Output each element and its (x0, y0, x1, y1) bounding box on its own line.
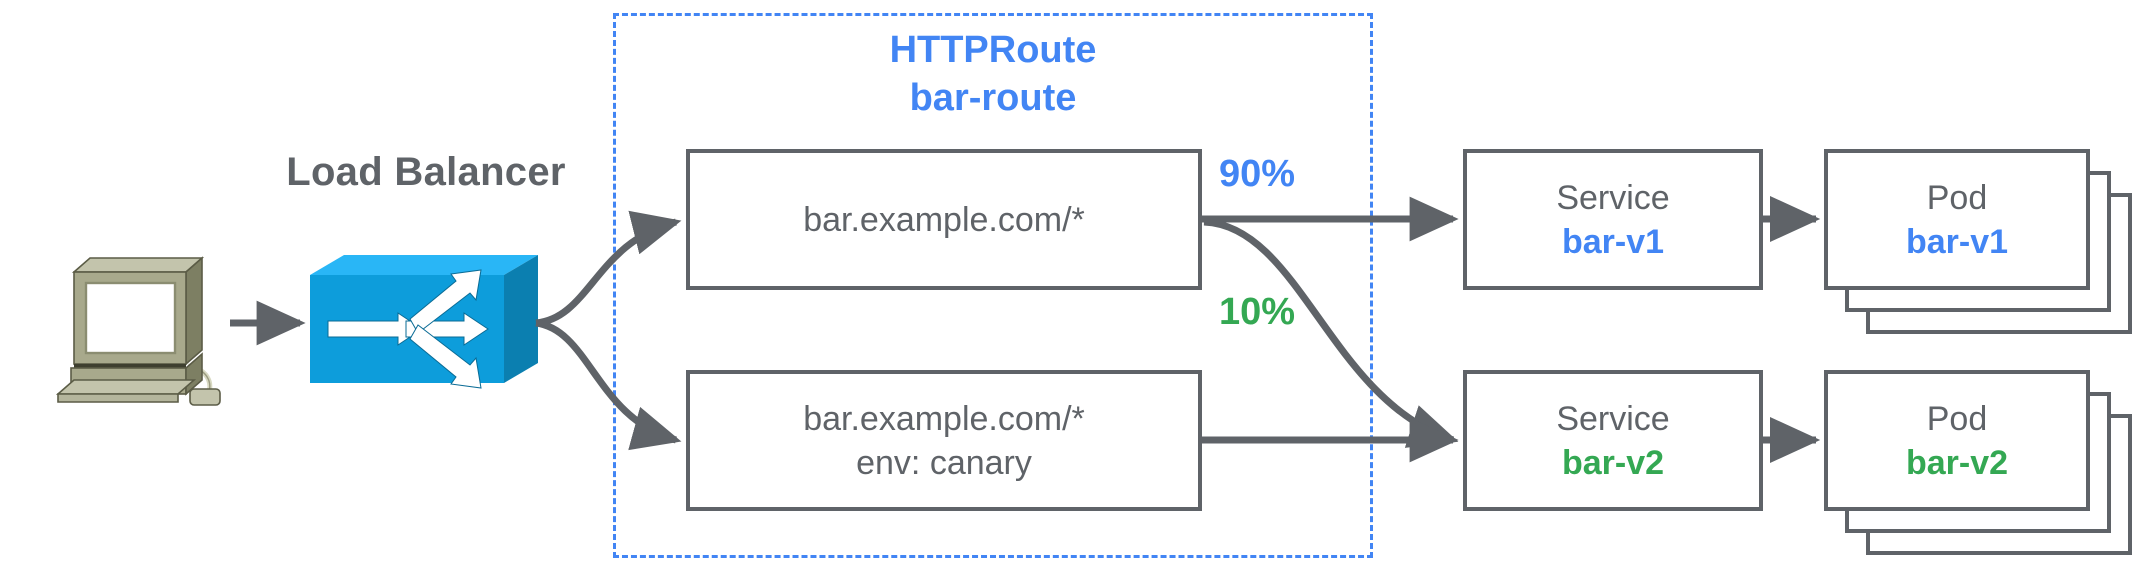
httproute-kind-label: HTTPRoute (889, 29, 1097, 71)
rule-canary-hostname: bar.example.com/* (803, 399, 1085, 438)
rule-box-primary[interactable]: bar.example.com/* (686, 149, 1202, 290)
service-v1-kind-label: Service (1556, 178, 1670, 217)
client-computer (38, 246, 228, 406)
httproute-name-label: bar-route (909, 77, 1077, 119)
computer-mouse-icon (189, 388, 221, 406)
service-v1-name-label: bar-v1 (1561, 222, 1665, 261)
load-balancer-node (306, 253, 546, 393)
weight-label-90: 90% (1219, 153, 1296, 195)
service-v2-name-label: bar-v2 (1561, 443, 1665, 482)
rule-primary-hostname: bar.example.com/* (803, 200, 1085, 239)
pod-v2-name-label: bar-v2 (1905, 443, 2009, 482)
service-v2-kind-label: Service (1556, 399, 1670, 438)
load-balancer-label: Load Balancer (286, 150, 566, 194)
rule-box-canary[interactable]: bar.example.com/* env: canary (686, 370, 1202, 511)
pod-v1-kind-label: Pod (1926, 178, 1988, 217)
rule-canary-match: env: canary (856, 443, 1032, 482)
pod-v2-kind-label: Pod (1926, 399, 1988, 438)
pod-stack-bar-v2[interactable]: Pod bar-v2 (1824, 370, 2149, 570)
service-box-bar-v2[interactable]: Service bar-v2 (1463, 370, 1763, 511)
desktop-computer-icon (55, 256, 221, 406)
pod-box-bar-v2[interactable]: Pod bar-v2 (1824, 370, 2090, 511)
weight-label-10: 10% (1219, 291, 1296, 333)
pod-stack-bar-v1[interactable]: Pod bar-v1 (1824, 149, 2149, 349)
pod-box-bar-v1[interactable]: Pod bar-v1 (1824, 149, 2090, 290)
load-balancer-cube-icon (310, 255, 538, 389)
pod-v1-name-label: bar-v1 (1905, 222, 2009, 261)
service-box-bar-v1[interactable]: Service bar-v1 (1463, 149, 1763, 290)
